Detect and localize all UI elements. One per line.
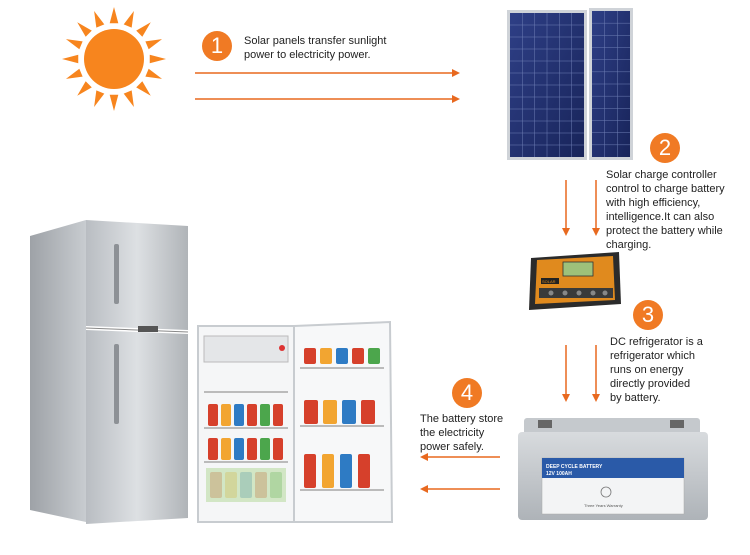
step-3-badge: 3: [633, 300, 663, 330]
arrow-battery-fridge-2: [420, 485, 500, 493]
step-1-badge: 1: [202, 31, 232, 61]
arrow-controller-battery-1: [562, 345, 570, 402]
battery-title-label: DEEP CYCLE BATTERY: [546, 464, 603, 470]
arrow-controller-battery-2: [592, 345, 600, 402]
charge-controller-icon: SOLAR: [529, 252, 621, 310]
controller-brand-label: SOLAR: [542, 279, 556, 284]
step-2-badge: 2: [650, 133, 680, 163]
arrow-panel-controller-1: [562, 180, 570, 236]
refrigerator-icon: [30, 220, 189, 524]
step-3-text: DC refrigerator is a refrigerator which …: [610, 336, 703, 404]
arrow-sun-panel-1: [195, 69, 460, 77]
arrow-panel-controller-2: [592, 180, 600, 236]
solar-panel-icon: [507, 8, 633, 160]
open-refrigerator-icon: [197, 320, 394, 523]
step-2-text: Solar charge controller control to charg…: [606, 169, 725, 251]
sun-icon: [62, 7, 166, 111]
battery-icon: DEEP CYCLE BATTERY 12V 100AH Three Years…: [518, 418, 708, 520]
step-4-badge: 4: [452, 378, 482, 408]
arrow-sun-panel-2: [195, 95, 460, 103]
step-4-text: The battery store the electricity power …: [420, 413, 504, 453]
battery-warranty-label: Three Years Warranty: [584, 503, 623, 508]
step-1-text: Solar panels transfer sunlight power to …: [244, 35, 387, 61]
battery-spec-label: 12V 100AH: [546, 471, 572, 477]
arrow-battery-fridge-1: [420, 453, 500, 461]
